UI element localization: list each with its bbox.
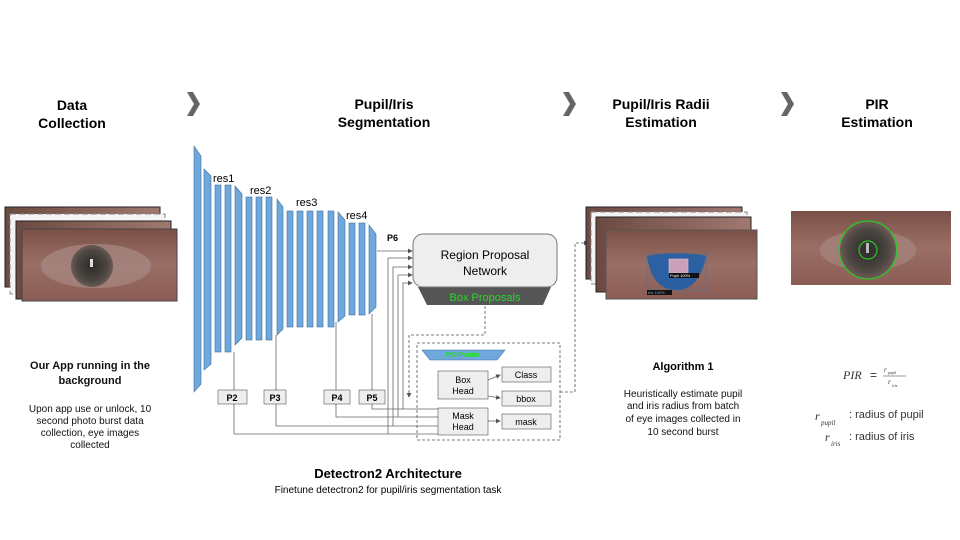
formula-lhs: PIR [842,368,862,382]
data-collection-caption-2: background [59,375,122,387]
eye-image-stack [4,206,178,302]
mask-head-label-2: Head [452,422,474,432]
box-head-label: Box [455,375,471,385]
res3-label: res3 [296,197,317,209]
stage-title-radii-2: Estimation [625,114,697,130]
output-bbox: bbox [501,390,552,407]
formula-num-base: r [884,366,887,374]
box-head: Box Head [437,370,489,400]
chevron-right-icon [563,92,576,116]
rpn-label: Region Proposal [441,248,530,262]
roi-pooler: ROIPooler [421,349,506,361]
output-mask-label: mask [515,417,537,427]
legend-pupil-base: r [815,409,820,423]
chevron-right-icon [187,92,200,116]
legend-iris-base: r [825,430,830,444]
segmented-eye-stack: Pupil 100% Iris 100% [585,206,758,300]
algorithm-desc-2: and iris radius from batch [627,401,739,412]
legend-iris-sub: iris [831,440,841,448]
p4-box: P4 [323,389,351,405]
output-class-label: Class [515,370,538,380]
iris-circle [838,220,898,280]
data-collection-desc-1: Upon app use or unlock, 10 [29,404,152,415]
formula-den-base: r [888,378,891,386]
res4-label: res4 [346,210,367,222]
legend-iris-text: : radius of iris [849,431,915,443]
algorithm-caption: Algorithm 1 [652,361,713,373]
algorithm-desc-1: Heuristically estimate pupil [624,389,742,400]
stage-title-radii: Pupil/Iris Radii [612,96,709,112]
detectron-description: Finetune detectron2 for pupil/iris segme… [275,485,503,496]
stage-title-segmentation-2: Segmentation [338,114,431,130]
rpn-label-2: Network [463,264,508,278]
p5-label: P5 [366,393,377,403]
p6-label: P6 [387,233,398,243]
region-proposal-network: Region Proposal Network Box Proposals [412,233,558,305]
formula-den-sub: iris [892,383,898,388]
stage-title-data-collection: Data [57,97,88,113]
stage-title-pir-2: Estimation [841,114,913,130]
p3-label: P3 [269,393,280,403]
roi-pooler-label: ROIPooler [446,352,481,359]
legend-pupil-sub: pupil [820,419,835,427]
output-mask: mask [501,413,552,430]
fpn-connections [233,248,501,435]
chevron-right-icon [781,92,794,116]
algorithm-desc-3: of eye images collected in [625,414,740,425]
stage-title-segmentation: Pupil/Iris [354,96,413,112]
output-class: Class [501,366,552,383]
data-collection-caption: Our App running in the [30,360,150,372]
detectron-caption: Detectron2 Architecture [314,466,462,481]
res1-label: res1 [213,173,234,185]
p3-box: P3 [263,389,287,405]
p4-label: P4 [331,393,342,403]
backbone [193,145,377,393]
pir-formula: PIR = r pupil r iris r pupil : radius of… [815,366,924,448]
data-collection-desc-4: collected [70,440,109,451]
pir-eye-image [791,211,951,285]
dashed-connections [406,240,589,441]
pupil-circle [858,240,878,260]
formula-num-sub: pupil [887,370,897,375]
p2-label: P2 [226,393,237,403]
stage-title-pir: PIR [865,96,888,112]
legend-pupil-text: : radius of pupil [849,409,924,421]
mask-head-label: Mask [452,411,474,421]
pupil-score-label: Pupil 100% [670,273,691,278]
box-proposals-label: Box Proposals [450,292,521,304]
mask-head: Mask Head [437,407,489,436]
box-head-label-2: Head [452,386,474,396]
stage-title-data-collection-2: Collection [38,115,106,131]
res2-label: res2 [250,185,271,197]
algorithm-desc-4: 10 second burst [647,427,718,438]
iris-score-label: Iris 100% [648,290,665,295]
output-bbox-label: bbox [516,394,536,404]
data-collection-desc-2: second photo burst data [36,416,144,427]
formula-equals: = [870,368,877,382]
p2-box: P2 [217,389,248,405]
data-collection-desc-3: collection, eye images [41,428,139,439]
p5-box: P5 [358,389,386,405]
